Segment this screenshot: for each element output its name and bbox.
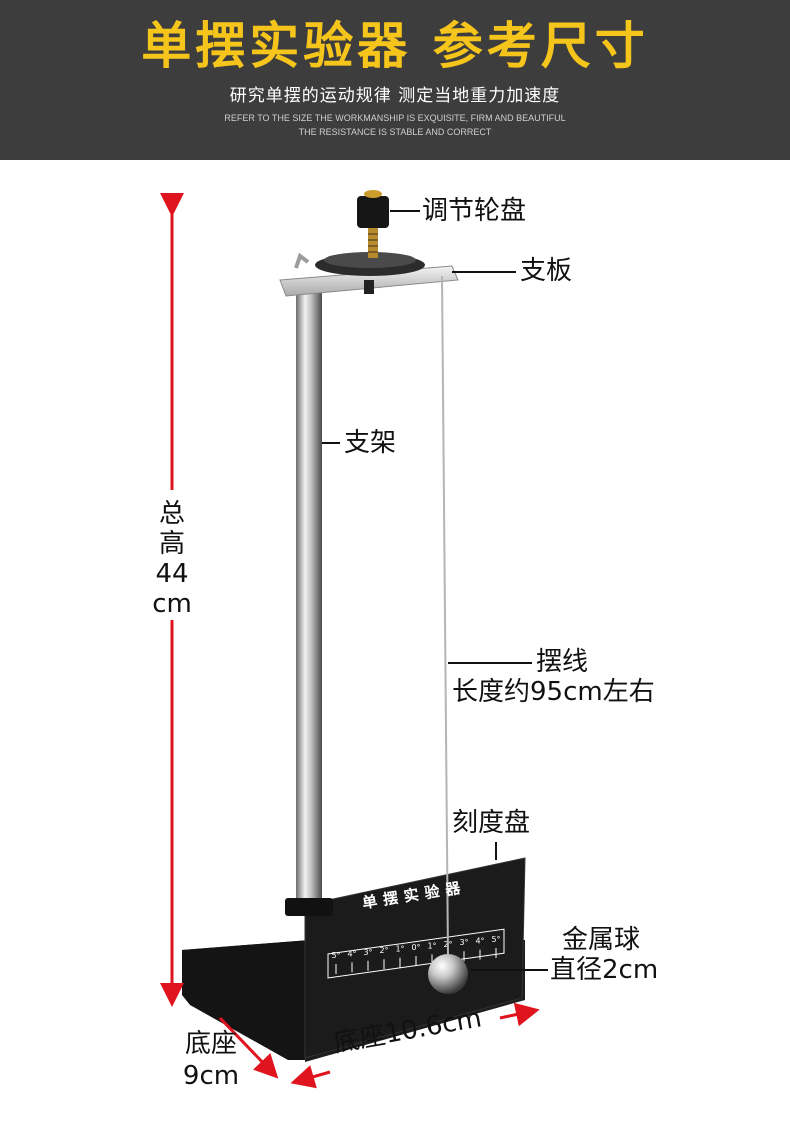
dial-tick-label: 5° — [491, 935, 500, 944]
label-total-height-4: cm — [152, 589, 192, 619]
label-metal-ball: 金属球 — [562, 925, 641, 955]
dial-scale: 5°4°3°2°1°0°1°2°3°4°5° — [331, 935, 501, 974]
dial-tick-label: 5° — [331, 951, 340, 960]
dial-tick-label: 2° — [379, 946, 388, 955]
pendulum-string — [441, 275, 449, 959]
rod-base-knob — [285, 898, 333, 916]
support-rod — [296, 286, 322, 912]
label-total-height-3: 44 — [155, 559, 189, 589]
label-adjust-wheel: 调节轮盘 — [422, 196, 527, 226]
english-caption-line-2: THE RESISTANCE IS STABLE AND CORRECT — [298, 127, 492, 137]
label-pendulum-line: 摆线 — [536, 647, 589, 677]
label-ball-diameter: 直径2cm — [550, 955, 659, 985]
label-base-depth-2: 9cm — [182, 1061, 240, 1091]
dial-tick-label: 3° — [363, 948, 372, 957]
callout-lines — [322, 210, 548, 971]
dial-tick-label: 4° — [347, 949, 356, 958]
label-total-height-2: 高 — [158, 529, 185, 559]
pendulum-apparatus-illustration: 5°4°3°2°1°0°1°2°3°4°5° — [160, 190, 548, 1089]
metal-ball — [428, 954, 468, 994]
dial-plate: 5°4°3°2°1°0°1°2°3°4°5° — [304, 857, 526, 1059]
support-plate-graphic — [279, 252, 459, 297]
dimension-arrows — [160, 193, 540, 1089]
label-stand: 支架 — [344, 428, 397, 458]
dial-tick-label: 1° — [395, 945, 404, 954]
header-banner: 单摆实验器 参考尺寸 研究单摆的运动规律 测定当地重力加速度 REFER TO … — [0, 0, 790, 160]
label-base-depth-1: 底座 — [184, 1029, 237, 1059]
label-line-length: 长度约95cm左右 — [452, 677, 655, 707]
dial-tick-label: 4° — [475, 937, 484, 946]
label-dial: 刻度盘 — [452, 808, 531, 838]
dial-tick-label: 1° — [427, 941, 436, 950]
label-support-plate: 支板 — [520, 256, 573, 286]
dial-tick-label: 3° — [459, 938, 468, 947]
adjust-wheel-graphic — [357, 190, 389, 258]
page-title: 单摆实验器 参考尺寸 — [141, 17, 649, 75]
english-caption-line-1: REFER TO THE SIZE THE WORKMANSHIP IS EXQ… — [224, 113, 566, 123]
label-total-height-1: 总 — [158, 499, 185, 529]
page-subtitle: 研究单摆的运动规律 测定当地重力加速度 — [229, 86, 561, 106]
product-diagram: 5°4°3°2°1°0°1°2°3°4°5° — [0, 160, 790, 1126]
dial-tick-label: 0° — [411, 943, 420, 952]
